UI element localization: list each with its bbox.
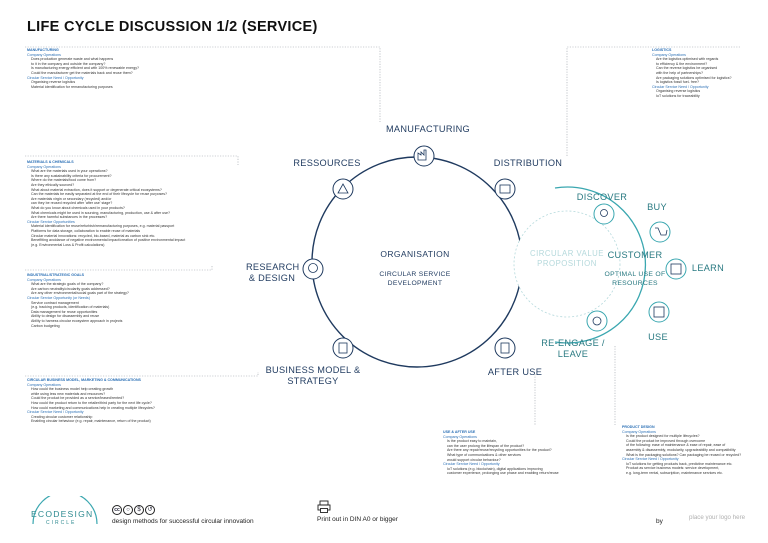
logo-circle-text: CIRCLE (46, 520, 77, 526)
cart-icon (655, 227, 668, 236)
label-optimal-use: OPTIMAL USE OF RESOURCES (604, 271, 666, 287)
ressources-node (332, 178, 354, 200)
learn-icon (670, 263, 682, 275)
label-business-model: BUSINESS MODEL & STRATEGY (265, 365, 361, 386)
strategy-icon (338, 342, 348, 354)
logo-placeholder: place your logo here (689, 514, 746, 521)
value-proposition-text: CIRCULAR VALUE PROPOSITION (529, 249, 604, 268)
sa-icon: ↺ (145, 505, 155, 515)
note-logistics: LOGISTICS Company Operations Are the log… (652, 48, 732, 98)
label-manufacturing: MANUFACTURING (385, 124, 471, 134)
label-after-use: AFTER USE (487, 367, 543, 377)
recycle-bin-icon (500, 342, 510, 354)
cc-icon: cc (112, 505, 122, 515)
customer-ring (554, 186, 647, 344)
distribution-node (494, 178, 516, 200)
note-materials: MATERIALS & CHEMICALS Company Operations… (27, 160, 186, 247)
truck-icon (499, 184, 511, 194)
materials-icon (337, 183, 349, 194)
use-node (648, 301, 670, 323)
label-discover: DISCOVER (576, 192, 628, 202)
print-note: Print out in DIN A0 or bigger (317, 516, 398, 523)
cc-license-icons: cc ○ $ ↺ (112, 505, 155, 515)
ecodesign-logo (32, 496, 98, 525)
nc-icon: $ (134, 505, 144, 515)
brain-icon (308, 263, 318, 273)
label-reengage: RE-ENGAGE / LEAVE (541, 338, 605, 359)
label-use: USE (648, 332, 668, 342)
note-strategic-goals: INDUSTRIAL/STRATEGIC GOALS Company Opera… (27, 273, 129, 328)
center-organisation: ORGANISATION (380, 249, 450, 259)
business-node (332, 337, 354, 359)
reengage-node (586, 310, 608, 332)
cycle-icon (592, 316, 602, 326)
label-customer: CUSTOMER (607, 250, 663, 260)
factory-icon (417, 149, 427, 161)
lightbulb-icon (600, 209, 608, 217)
note-manufacturing: MANUFACTURING Company Operations Does pr… (27, 48, 140, 89)
research-node (302, 258, 324, 280)
label-distribution: DISTRIBUTION (493, 158, 563, 168)
logo-ecodesign-text: ECODESIGN (31, 509, 94, 519)
hand-phone-icon (653, 306, 665, 318)
by-text: by (656, 518, 663, 525)
value-proposition-circle (513, 210, 621, 318)
manufacturing-node (413, 145, 435, 167)
by-icon: ○ (123, 505, 133, 515)
note-business-model: CIRCULAR BUSINESS MODEL, MARKETING & COM… (27, 378, 155, 424)
label-research-design: RESEARCH & DESIGN (246, 262, 300, 283)
discover-node (593, 203, 615, 225)
label-buy: BUY (647, 202, 667, 212)
tagline: design methods for successful circular i… (112, 518, 254, 525)
label-ressources: RESSOURCES (293, 158, 361, 168)
center-csd: CIRCULAR SERVICE DEVELOPMENT (379, 271, 451, 287)
printer-icon (317, 500, 331, 513)
after-use-node (494, 337, 516, 359)
page-title: LIFE CYCLE DISCUSSION 1/2 (SERVICE) (27, 19, 318, 35)
label-learn: LEARN (691, 263, 725, 273)
note-use-after-use: USE & AFTER USE Company Operations Is th… (443, 430, 559, 476)
note-product-design: PRODUCT DESIGN Company Operations Is the… (622, 425, 742, 475)
connector-lines (25, 46, 740, 425)
